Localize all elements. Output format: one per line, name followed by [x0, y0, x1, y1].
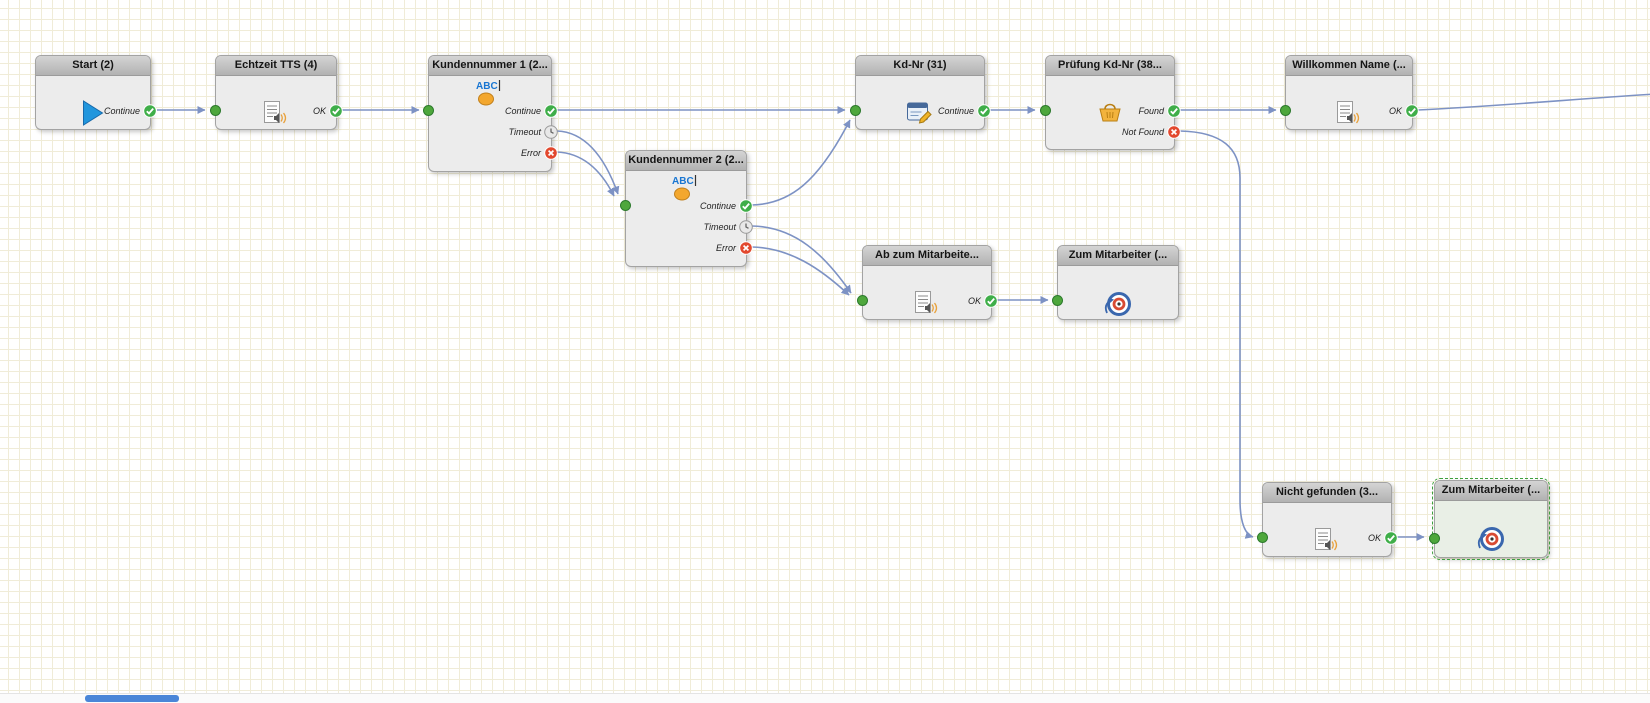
node-title: Nicht gefunden (3...: [1263, 483, 1391, 503]
output-port-ok[interactable]: OK: [1368, 531, 1398, 545]
timeout-icon: [739, 220, 753, 234]
node-nicht-gefunden[interactable]: Nicht gefunden (3... OK: [1257, 482, 1398, 557]
node-title: Willkommen Name (...: [1286, 56, 1412, 76]
output-port-timeout[interactable]: Timeout: [704, 220, 753, 234]
wire-kundennummer1-error-kundennummer2[interactable]: [556, 151, 615, 197]
tts-icon: [914, 290, 940, 316]
output-port-continue[interactable]: Continue: [938, 104, 991, 118]
error-icon: [544, 146, 558, 160]
wire-kundennummer2-timeout-abzum[interactable]: [751, 225, 852, 294]
success-icon: [739, 199, 753, 213]
node-title: Kundennummer 2 (2...: [626, 151, 746, 171]
output-port-ok[interactable]: OK: [313, 104, 343, 118]
success-icon: [1405, 104, 1419, 118]
success-icon: [1384, 531, 1398, 545]
timeout-icon: [544, 125, 558, 139]
lookup-basket-icon: [1096, 100, 1124, 124]
node-title: Echtzeit TTS (4): [216, 56, 336, 76]
text-input-icon: ABC: [671, 174, 701, 202]
node-title: Ab zum Mitarbeite...: [863, 246, 991, 266]
output-port-label: OK: [312, 106, 326, 116]
assign-icon: [907, 100, 934, 125]
node-ab-zum-mitarbeiter[interactable]: Ab zum Mitarbeite... OK: [857, 245, 998, 320]
svg-text:ABC: ABC: [476, 81, 498, 92]
input-port[interactable]: [1280, 105, 1291, 116]
success-icon: [977, 104, 991, 118]
success-icon: [1167, 104, 1181, 118]
node-title: Kundennummer 1 (2...: [429, 56, 551, 76]
output-port-not-found[interactable]: Not Found: [1122, 125, 1181, 139]
wire-kundennummer2-error-abzum[interactable]: [751, 246, 850, 296]
tts-icon: [1314, 527, 1340, 553]
input-port[interactable]: [857, 295, 868, 306]
input-port[interactable]: [1052, 295, 1063, 306]
input-port[interactable]: [423, 105, 434, 116]
output-port-label: Found: [1138, 106, 1164, 116]
output-port-error[interactable]: Error: [521, 146, 558, 160]
output-port-label: OK: [1388, 106, 1402, 116]
horizontal-scrollbar-thumb[interactable]: [85, 695, 179, 702]
output-port-continue[interactable]: Continue: [104, 104, 157, 118]
tts-icon: [1336, 100, 1362, 126]
input-port[interactable]: [1429, 533, 1440, 544]
node-title: Kd-Nr (31): [856, 56, 984, 76]
input-port[interactable]: [1257, 532, 1268, 543]
node-title: Zum Mitarbeiter (...: [1435, 481, 1547, 501]
output-port-label: Error: [521, 148, 541, 158]
play-icon: [82, 100, 105, 126]
success-icon: [329, 104, 343, 118]
tts-icon: [263, 100, 289, 126]
output-port-label: OK: [1367, 533, 1381, 543]
output-port-label: Not Found: [1121, 127, 1164, 137]
error-icon: [1167, 125, 1181, 139]
output-port-ok[interactable]: OK: [968, 294, 998, 308]
output-port-continue[interactable]: Continue: [505, 104, 558, 118]
node-echtzeit-tts[interactable]: Echtzeit TTS (4) OK: [210, 55, 343, 130]
wire-pruefung-notfound-nichtgefunden[interactable]: [1179, 130, 1254, 539]
output-port-label: Continue: [504, 106, 541, 116]
wire-willkommen-offscreen[interactable]: [1417, 93, 1650, 111]
transfer-target-icon: [1103, 290, 1133, 318]
node-willkommen-name[interactable]: Willkommen Name (... OK: [1280, 55, 1419, 130]
text-input-icon: ABC: [475, 79, 505, 107]
output-port-label: OK: [967, 296, 981, 306]
output-port-label: Continue: [699, 201, 736, 211]
wire-kundennummer2-kdnr[interactable]: [751, 119, 851, 206]
output-port-continue[interactable]: Continue: [700, 199, 753, 213]
node-kundennummer-2[interactable]: Kundennummer 2 (2... ABC Continue Timeou…: [620, 150, 753, 267]
output-port-label: Timeout: [703, 222, 736, 232]
input-port[interactable]: [1040, 105, 1051, 116]
node-kundennummer-1[interactable]: Kundennummer 1 (2... ABC Continue Timeou…: [423, 55, 558, 172]
output-port-timeout[interactable]: Timeout: [509, 125, 558, 139]
svg-text:ABC: ABC: [672, 176, 694, 187]
horizontal-scrollbar[interactable]: [0, 693, 1650, 703]
output-port-found[interactable]: Found: [1138, 104, 1181, 118]
output-port-label: Timeout: [508, 127, 541, 137]
success-icon: [984, 294, 998, 308]
output-port-label: Error: [716, 243, 736, 253]
node-start[interactable]: Start (2) Continue: [35, 55, 157, 130]
output-port-label: Continue: [103, 106, 140, 116]
node-title: Zum Mitarbeiter (...: [1058, 246, 1178, 266]
output-port-label: Continue: [937, 106, 974, 116]
success-icon: [544, 104, 558, 118]
input-port[interactable]: [620, 200, 631, 211]
output-port-error[interactable]: Error: [716, 241, 753, 255]
input-port[interactable]: [210, 105, 221, 116]
transfer-target-icon: [1476, 525, 1506, 553]
node-kd-nr[interactable]: Kd-Nr (31) Continue: [850, 55, 991, 130]
node-zum-mitarbeiter-2[interactable]: Zum Mitarbeiter (...: [1429, 478, 1550, 560]
node-title: Prüfung Kd-Nr (38...: [1046, 56, 1174, 76]
node-zum-mitarbeiter-1[interactable]: Zum Mitarbeiter (...: [1052, 245, 1179, 320]
success-icon: [143, 104, 157, 118]
node-title: Start (2): [36, 56, 150, 76]
error-icon: [739, 241, 753, 255]
output-port-ok[interactable]: OK: [1389, 104, 1419, 118]
node-pruefung-kd-nr[interactable]: Prüfung Kd-Nr (38... Found Not Found: [1040, 55, 1181, 150]
input-port[interactable]: [850, 105, 861, 116]
wire-kundennummer1-timeout-kundennummer2[interactable]: [556, 130, 620, 195]
